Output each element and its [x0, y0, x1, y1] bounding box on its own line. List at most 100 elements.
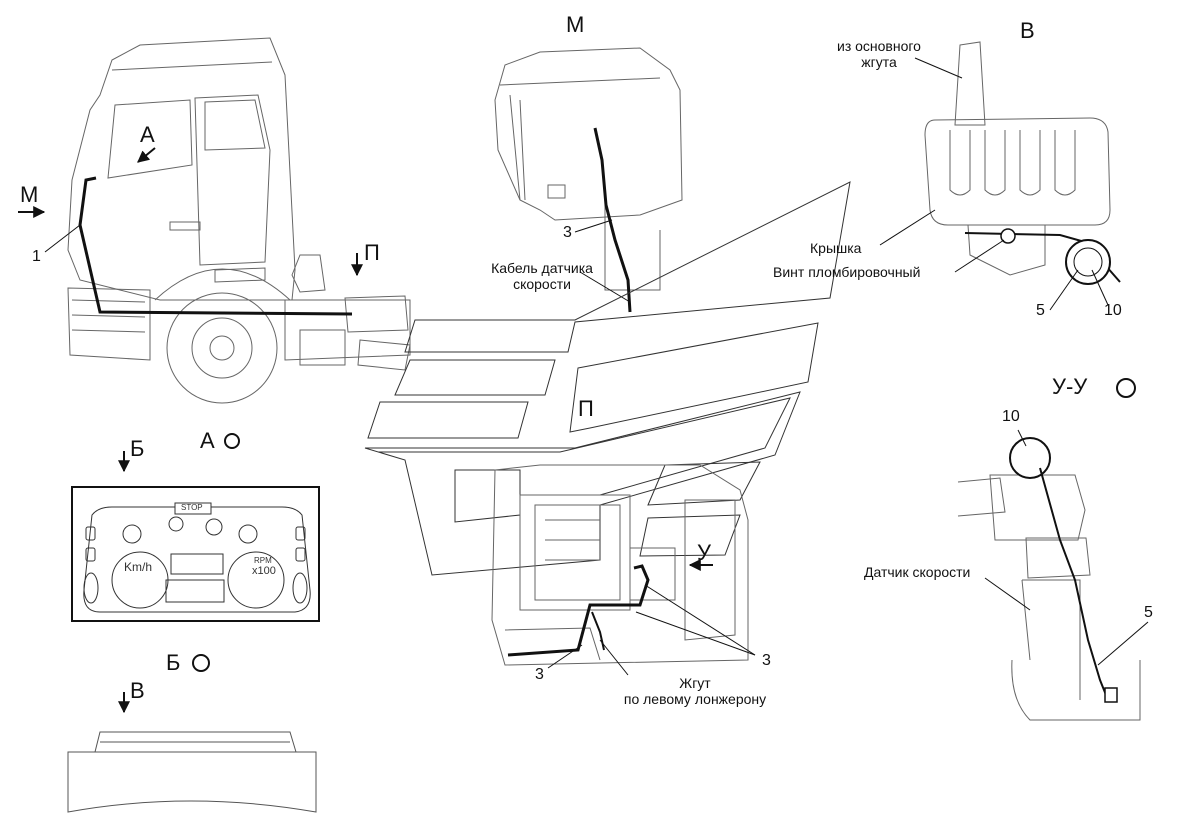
- view-uu-seal-wire: [1039, 467, 1109, 701]
- view-p-harness-branch: [591, 611, 605, 651]
- view-uu-connector: [1025, 537, 1091, 579]
- mark-b: Б: [130, 436, 145, 461]
- mechanism: [299, 329, 346, 366]
- rotation-icon-a: [224, 433, 240, 449]
- note-from-main-line2: жгута: [861, 54, 897, 70]
- note-speed-sensor: Датчик скорости: [864, 564, 971, 580]
- callout-3-p-left: 3: [535, 666, 544, 683]
- dashboard-panel: [71, 486, 320, 622]
- right-switch-2: [295, 547, 306, 562]
- band-8: [639, 514, 741, 557]
- chassis-rail: [284, 299, 411, 361]
- view-m-cab: [494, 47, 683, 221]
- band-3: [367, 401, 529, 439]
- view-m-title: М: [566, 12, 585, 37]
- view-uu-housing: [989, 474, 1086, 541]
- cab-door: [194, 94, 271, 266]
- view-b-title: Б: [166, 650, 181, 675]
- mark-u: У: [697, 540, 711, 565]
- callout-10-v: 10: [1104, 302, 1122, 319]
- truck-side-view: [67, 37, 411, 404]
- rotation-icon-uu: [1116, 378, 1136, 398]
- view-p-mechanism-inner: [534, 504, 621, 601]
- seal-inner: [1073, 247, 1103, 277]
- mark-v: В: [130, 678, 145, 703]
- front-wheel-rim: [191, 317, 253, 379]
- view-b-top-detail: [94, 731, 297, 753]
- gauge-4: [238, 524, 258, 544]
- dashboard-kmh-label: Km/h: [124, 560, 153, 574]
- mark-m: М: [20, 182, 39, 207]
- note-harness-line1: Жгут: [679, 675, 711, 691]
- mark-p: П: [364, 240, 380, 265]
- view-uu-sensor-body: [1021, 579, 1081, 700]
- leader-10-v: [1091, 269, 1109, 306]
- leader-1: [44, 224, 81, 253]
- callout-1: 1: [32, 248, 41, 265]
- leader-3-m: [574, 219, 613, 233]
- leader-speed-sensor: [984, 577, 1031, 611]
- leader-3-p-right-b: [635, 611, 756, 656]
- view-uu-shaft: [957, 477, 1006, 517]
- view-m-body: [604, 205, 661, 291]
- tank: [344, 295, 409, 333]
- note-harness-line2: по левому лонжерону: [623, 691, 767, 707]
- callout-3-p-right: 3: [762, 652, 771, 669]
- grille-lines: [71, 299, 146, 333]
- leader-5-uu: [1097, 621, 1149, 666]
- view-v-drawing: [924, 41, 1111, 276]
- rotation-icon-b: [192, 654, 210, 672]
- left-switch-2: [85, 547, 96, 562]
- display-lower: [165, 579, 225, 603]
- front-wheel: [166, 292, 278, 404]
- leader-cover: [879, 209, 936, 246]
- view-uu-title: У-У: [1052, 374, 1088, 399]
- stop-lamp: [174, 502, 212, 515]
- seal-screw-icon: [1000, 228, 1016, 244]
- view-m-cable: [593, 127, 632, 313]
- view-p-sensor: [629, 547, 676, 601]
- dashboard-stop-label: STOP: [181, 503, 203, 512]
- cab-outline: [67, 37, 296, 301]
- mudguard: [357, 339, 411, 371]
- view-v-bottom: [967, 224, 1046, 276]
- view-uu-seal-block: [1104, 687, 1118, 703]
- tachometer: [227, 551, 285, 609]
- left-switch-1: [85, 526, 96, 541]
- bumper: [67, 287, 151, 361]
- band-2: [394, 359, 556, 396]
- dashboard-rpm-label: RPM: [254, 556, 272, 565]
- note-from-main-line1: из основного: [837, 38, 921, 54]
- leader-3-p-right-a: [644, 584, 756, 656]
- view-v-ribs: [949, 130, 1076, 196]
- note-from-main-harness: из основного жгута: [824, 38, 934, 70]
- cab-step: [214, 267, 266, 283]
- view-p-plate: [684, 499, 736, 641]
- view-m-drawing: [494, 47, 683, 291]
- callout-3-m: 3: [563, 224, 572, 241]
- note-cover: Крышка: [810, 240, 862, 256]
- view-b-drawing: [67, 731, 317, 813]
- leader-5-v: [1049, 269, 1079, 311]
- leader-seal-screw: [954, 239, 1005, 273]
- arrow-a-line: [137, 147, 156, 163]
- right-switch-1: [295, 526, 306, 541]
- mark-a: А: [140, 122, 155, 147]
- view-connector-bands: [364, 181, 851, 576]
- cab-roof-line: [111, 61, 273, 71]
- view-v-title: В: [1020, 18, 1035, 43]
- gauge-2: [205, 518, 223, 536]
- gauge-temp: [168, 516, 184, 532]
- view-m-roof: [499, 77, 661, 86]
- leader-10-uu: [1017, 429, 1027, 447]
- view-p-frame: [491, 464, 749, 666]
- note-harness: Жгут по левому лонжерону: [605, 675, 785, 707]
- leader-3-p-left: [547, 644, 583, 669]
- tank-top: [291, 254, 326, 293]
- dashboard-bezel: [83, 506, 311, 613]
- view-v-cover: [924, 117, 1111, 226]
- view-p-title: П: [578, 396, 594, 421]
- note-speed-cable-line2: скорости: [513, 276, 571, 292]
- callout-5-v: 5: [1036, 302, 1045, 319]
